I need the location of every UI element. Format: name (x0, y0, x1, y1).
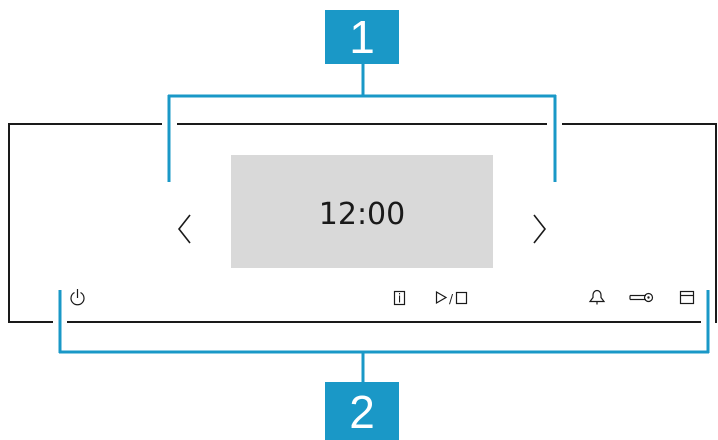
door-icon[interactable] (679, 290, 695, 305)
key-icon[interactable] (629, 292, 654, 303)
control-panel-outline (8, 123, 717, 323)
clock-display: 12:00 (319, 197, 405, 232)
info-icon[interactable]: i (393, 290, 406, 306)
callout-1-label: 1 (349, 11, 375, 63)
play-stop-icon[interactable]: / (435, 290, 468, 306)
chevron-right-icon[interactable] (533, 214, 547, 244)
bell-icon[interactable] (588, 289, 606, 305)
chevron-left-icon[interactable] (177, 214, 191, 244)
callout-2-label: 2 (349, 386, 375, 438)
callout-1-leader (167, 62, 557, 182)
callout-2-badge: 2 (325, 382, 399, 440)
callout-2-leader (58, 290, 710, 384)
callout-1-badge: 1 (325, 10, 399, 64)
display-screen: 12:00 (231, 155, 493, 268)
start-stop-separator: / (449, 292, 454, 306)
power-icon[interactable] (70, 289, 85, 306)
info-symbol: i (398, 292, 401, 306)
